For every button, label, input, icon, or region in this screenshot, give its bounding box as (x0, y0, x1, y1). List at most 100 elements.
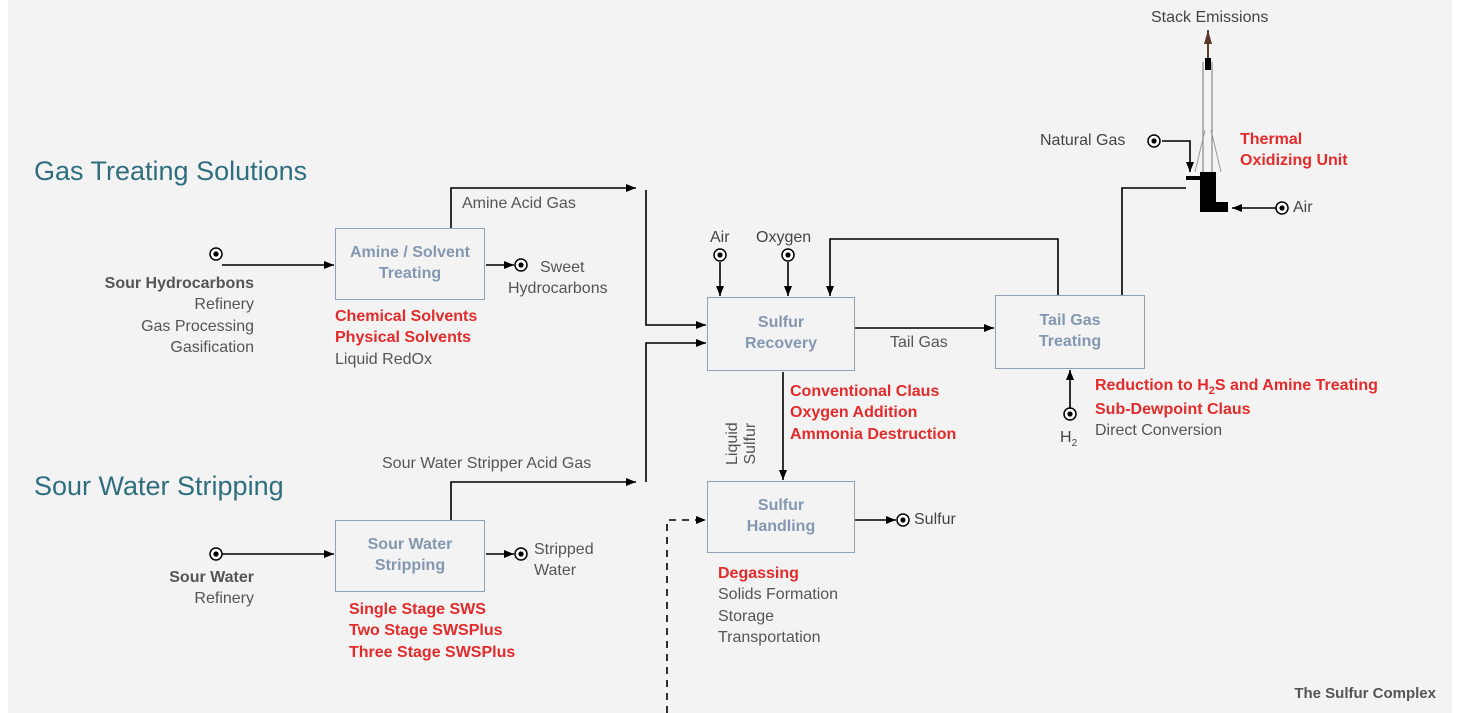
stripped-water-line-2: Water (534, 561, 577, 579)
liquid-sulfur-line-2: Sulfur (742, 422, 760, 465)
section-title-sour-water: Sour Water Stripping (34, 471, 284, 501)
stack-band (1205, 58, 1211, 70)
sour-hc-source-dot (213, 251, 219, 257)
sulfur-product-label: Sulfur (914, 511, 956, 528)
sweet-hc-line-1: Sweet (540, 259, 585, 276)
sws-box-line-1: Sour Water (367, 536, 453, 554)
stack-emissions-label: Stack Emissions (1151, 9, 1269, 26)
tgt-to-oxidizer-line (1121, 187, 1186, 296)
amine-acid-gas-line (450, 184, 636, 229)
amine-box-line-2: Treating (378, 265, 442, 282)
sws-box-line-2: Stripping (374, 557, 446, 574)
h2-label: H2 (1060, 430, 1077, 449)
sulfur-recovery-box: Sulfur Recovery (707, 297, 855, 371)
stripped-water-label: Stripped Water (534, 540, 594, 582)
sws-acid-gas-up-line (645, 339, 706, 482)
tgt-box-line-2: Treating (1038, 333, 1102, 350)
air-right-source-dot (1279, 205, 1285, 211)
tech-physical-solvents: Physical Solvents (335, 329, 472, 347)
tech-direct-conversion: Direct Conversion (1095, 422, 1223, 440)
stack-tip (1204, 30, 1212, 44)
tech-ammonia-destruction: Ammonia Destruction (790, 425, 957, 443)
diagram-caption: The Sulfur Complex (1294, 685, 1436, 702)
tech-degassing: Degassing (718, 565, 799, 582)
tail-gas-technologies-list: Reduction to H2S and Amine Treating Sub-… (1095, 375, 1378, 441)
sour-water-stripping-box: Sour Water Stripping (335, 520, 485, 592)
stack-flare-lines-2 (1210, 129, 1222, 173)
sour-hc-source-gasification: Gasification (170, 338, 254, 356)
section-title-gas-treating: Gas Treating Solutions (34, 156, 308, 186)
tech-reduction-amine: Reduction to H2S and Amine Treating (1095, 375, 1378, 399)
stripped-water-terminal-dot (518, 551, 524, 557)
tech-reduction-sub: 2 (1208, 385, 1215, 398)
sour-hc-source-gas-processing: Gas Processing (141, 317, 254, 335)
tech-three-stage-swsplus: Three Stage SWSPlus (349, 643, 516, 661)
tech-liquid-redox: Liquid RedOx (335, 350, 432, 368)
liquid-sulfur-label: Liquid Sulfur (724, 422, 761, 465)
recovery-box-line-1: Sulfur (757, 314, 805, 332)
sour-hc-source-refinery: Refinery (194, 296, 254, 314)
thermal-oxidizer-line-1: Thermal (1240, 131, 1303, 148)
sweet-hc-terminal-dot (518, 262, 524, 268)
sulfur-terminal-dot (900, 517, 906, 523)
h2-subscript: 2 (1071, 438, 1078, 450)
thermal-oxidizer-label: Thermal Oxidizing Unit (1240, 130, 1348, 172)
tail-gas-stream-label: Tail Gas (890, 334, 948, 351)
sws-acid-gas-line (450, 478, 636, 520)
air-source-dot (717, 252, 723, 258)
amine-acid-gas-label: Amine Acid Gas (462, 195, 576, 212)
sws-acid-gas-label: Sour Water Stripper Acid Gas (382, 455, 592, 472)
tech-chemical-solvents: Chemical Solvents (335, 308, 478, 325)
liquid-sulfur-line-1: Liquid (724, 422, 741, 465)
tech-two-stage-swsplus: Two Stage SWSPlus (349, 622, 503, 640)
sweet-hydrocarbons-label: Sweet Hydrocarbons (508, 258, 608, 300)
sws-technologies-list: Single Stage SWS Two Stage SWSPlus Three… (349, 599, 515, 663)
tech-reduction-after: S and Amine Treating (1214, 377, 1378, 394)
tech-transportation: Transportation (718, 628, 821, 646)
tech-reduction-before: Reduction to H (1095, 377, 1209, 394)
sour-hydrocarbons-title: Sour Hydrocarbons (104, 275, 254, 292)
recovery-technologies-list: Conventional Claus Oxygen Addition Ammon… (790, 381, 956, 445)
h2-text: H (1060, 429, 1072, 446)
sour-water-feed-title: Sour Water (169, 569, 254, 586)
tech-storage: Storage (718, 607, 775, 625)
natural-gas-source-dot (1151, 138, 1157, 144)
stack-burner (1186, 176, 1204, 180)
natural-gas-line (1162, 140, 1194, 172)
sour-hydrocarbons-block: Sour Hydrocarbons Refinery Gas Processin… (105, 273, 254, 358)
sour-water-source-refinery: Refinery (194, 590, 254, 608)
amine-box-line-1: Amine / Solvent (349, 244, 471, 262)
handling-technologies-list: Degassing Solids Formation Storage Trans… (718, 563, 838, 648)
amine-solvent-treating-box: Amine / Solvent Treating (335, 228, 485, 300)
stripped-water-line-1: Stripped (534, 541, 594, 558)
sour-water-feed-block: Sour Water Refinery (169, 567, 254, 610)
thermal-oxidizer-line-2: Oxidizing Unit (1240, 151, 1348, 169)
recycle-line (826, 238, 1059, 296)
tech-solids-formation: Solids Formation (718, 586, 839, 604)
sulfur-handling-box: Sulfur Handling (707, 481, 855, 553)
tech-sub-dewpoint-claus: Sub-Dewpoint Claus (1095, 400, 1251, 418)
external-feed-dashed-line (666, 516, 706, 713)
amine-technologies-list: Chemical Solvents Physical Solvents Liqu… (335, 306, 477, 370)
h2-source-dot (1067, 411, 1073, 417)
oxygen-label: Oxygen (756, 229, 812, 246)
stack-base (1210, 202, 1228, 212)
handling-box-line-1: Sulfur (757, 497, 805, 515)
handling-box-line-2: Handling (746, 518, 816, 535)
stack-flare-lines (1194, 129, 1206, 173)
tgt-box-line-1: Tail Gas (1039, 312, 1101, 330)
oxygen-source-dot (785, 252, 791, 258)
diagram-panel (8, 0, 1452, 713)
tail-gas-treating-box: Tail Gas Treating (995, 295, 1145, 369)
tech-conventional-claus: Conventional Claus (790, 383, 940, 400)
recovery-box-line-2: Recovery (744, 335, 818, 352)
tech-oxygen-addition: Oxygen Addition (790, 404, 918, 422)
amine-acid-gas-down-line (645, 190, 706, 329)
sour-water-source-dot (213, 551, 219, 557)
sweet-hc-line-2: Hydrocarbons (508, 279, 608, 297)
tech-single-stage-sws: Single Stage SWS (349, 601, 486, 618)
air-right-label: Air (1293, 199, 1313, 216)
air-top-label: Air (710, 229, 730, 246)
